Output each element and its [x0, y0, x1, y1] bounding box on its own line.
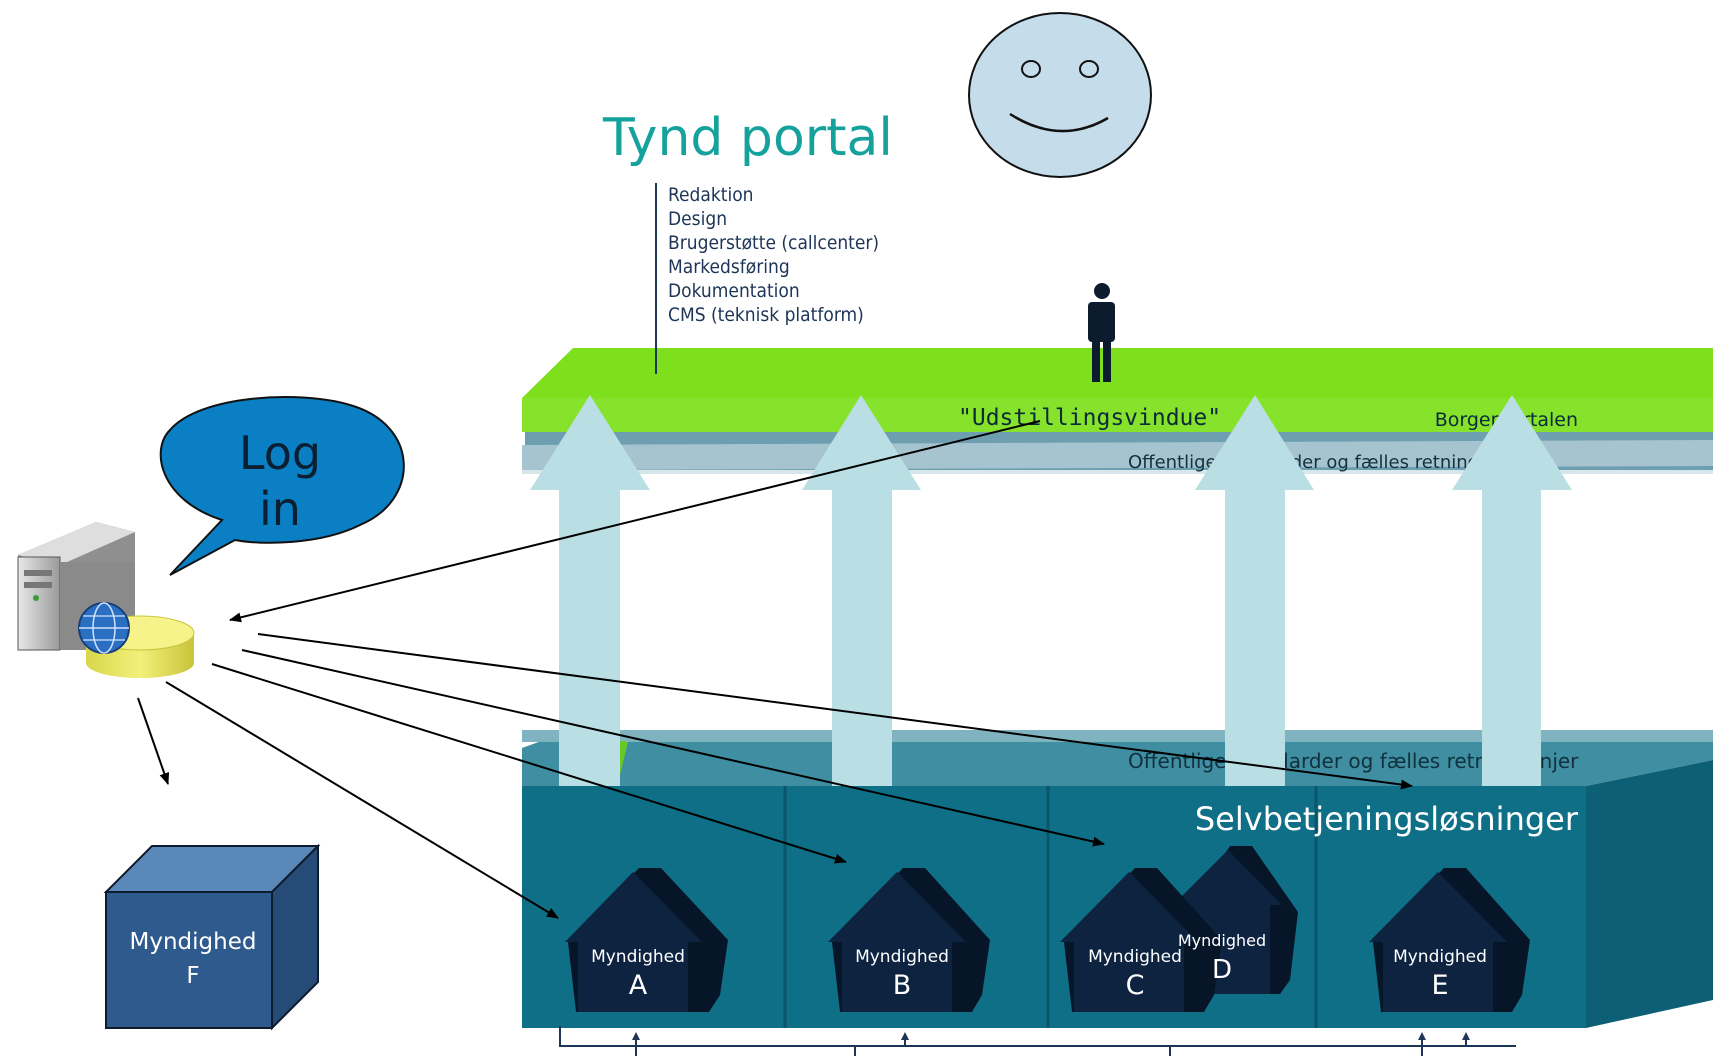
arrow-login-to-a	[165, 681, 559, 919]
responsibility-list: Redaktion Design Brugerstøtte (callcente…	[668, 183, 879, 327]
page-title: Tynd portal	[603, 108, 893, 168]
house-b	[828, 868, 990, 1012]
arrow-login-to-c	[241, 649, 1105, 847]
house-e-label: Myndighed	[1393, 947, 1487, 967]
up-arrow-e	[1452, 395, 1572, 786]
cube-label-letter: F	[186, 963, 200, 989]
smiley-face-icon	[968, 12, 1152, 178]
house-e-letter: E	[1431, 970, 1448, 1001]
house-b-label: Myndighed	[855, 947, 949, 967]
cube-label-name: Myndighed	[129, 929, 257, 955]
bubble-text: Log in	[180, 425, 380, 537]
showcase-label: "Udstillingsvindue"	[958, 405, 1221, 431]
bubble-line-1: Log	[238, 426, 322, 480]
house-a	[565, 868, 728, 1012]
list-item: Brugerstøtte (callcenter)	[668, 232, 880, 254]
arrow-showcase-to-login	[229, 420, 1041, 623]
house-e	[1369, 868, 1530, 1012]
globe-icon	[78, 602, 130, 654]
bottom-connector	[559, 1026, 1516, 1056]
person-icon	[1088, 283, 1115, 382]
cube-label: Myndighed F	[108, 925, 278, 993]
house-c-letter: C	[1126, 970, 1145, 1001]
house-c-label: Myndighed	[1088, 947, 1182, 967]
authority-f-cube	[103, 843, 321, 1031]
list-item: Design	[668, 208, 728, 230]
login-speech-bubble	[159, 396, 405, 576]
house-a-label: Myndighed	[591, 947, 685, 967]
list-item: Redaktion	[668, 184, 754, 206]
house-a-letter: A	[629, 970, 648, 1001]
list-item: CMS (teknisk platform)	[668, 304, 864, 326]
arrow-login-to-e	[257, 633, 1413, 790]
house-d-label: Myndighed	[1178, 931, 1266, 950]
bubble-line-2: in	[259, 482, 301, 536]
base-label: Selvbetjeningsløsninger	[1195, 800, 1579, 838]
up-arrow-a	[530, 395, 650, 786]
connection-arrows	[137, 420, 1413, 919]
house-b-letter: B	[893, 970, 912, 1001]
house-d-letter: D	[1212, 955, 1232, 985]
list-item: Dokumentation	[668, 280, 800, 302]
list-item: Markedsføring	[668, 256, 790, 278]
up-arrow-b	[802, 395, 921, 786]
house-c	[1060, 868, 1222, 1012]
arrow-login-to-f	[137, 697, 170, 785]
arrow-login-to-b	[211, 663, 847, 864]
upward-arrows	[530, 395, 1572, 786]
up-arrow-d	[1195, 395, 1314, 786]
